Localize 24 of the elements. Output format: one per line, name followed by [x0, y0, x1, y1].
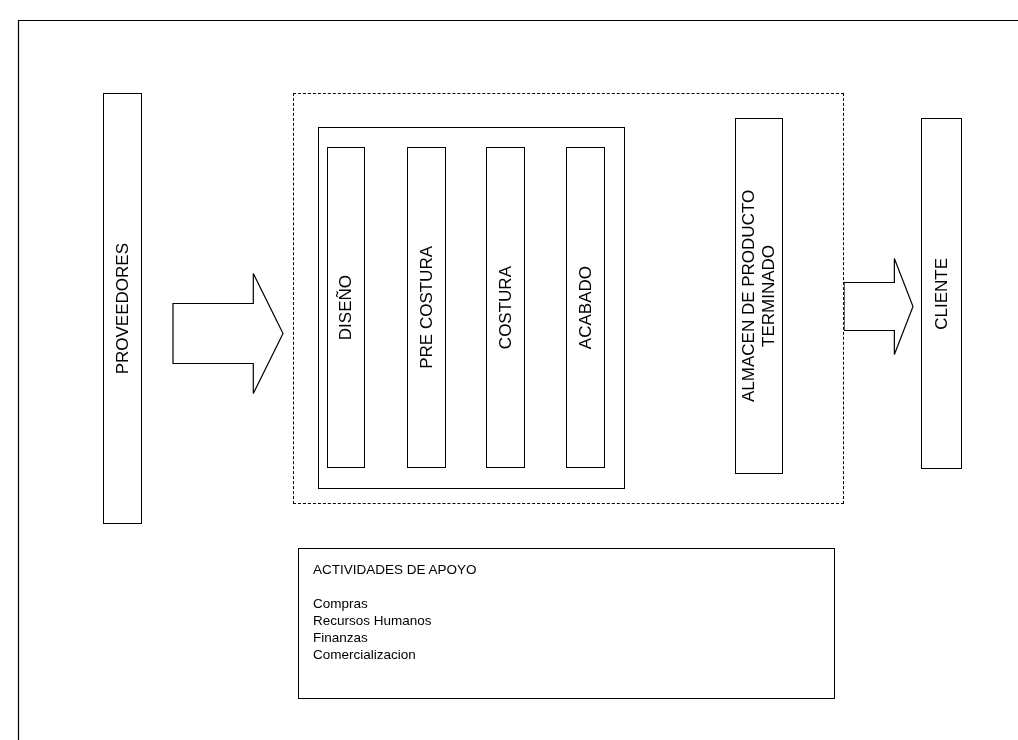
list-item: Comercializacion — [313, 646, 417, 663]
list-item: Recursos Humanos — [313, 612, 433, 629]
box-label: CLIENTE — [931, 257, 952, 330]
box-label: PROVEEDORES — [112, 242, 133, 375]
list-item: Compras — [313, 595, 369, 612]
dashed-group-box — [293, 93, 844, 504]
process-box — [327, 147, 365, 468]
process-box — [566, 147, 605, 468]
process-box — [735, 118, 783, 474]
process-box — [407, 147, 446, 468]
box-label: DISEÑO — [336, 274, 356, 341]
block-arrow — [172, 272, 284, 395]
process-box — [103, 93, 142, 524]
box-label: PRE COSTURA — [416, 246, 437, 369]
process-group-box — [318, 127, 625, 489]
process-box — [486, 147, 525, 468]
process-box — [921, 118, 962, 469]
block-arrow — [843, 257, 914, 356]
box-label: COSTURA — [495, 265, 516, 350]
support-activities-box — [298, 548, 835, 699]
box-label: ACABADO — [575, 265, 596, 350]
box-label: ALMACEN DE PRODUCTO TERMINADO — [739, 188, 779, 405]
list-item: Finanzas — [313, 629, 369, 646]
box-heading: ACTIVIDADES DE APOYO — [313, 561, 478, 578]
